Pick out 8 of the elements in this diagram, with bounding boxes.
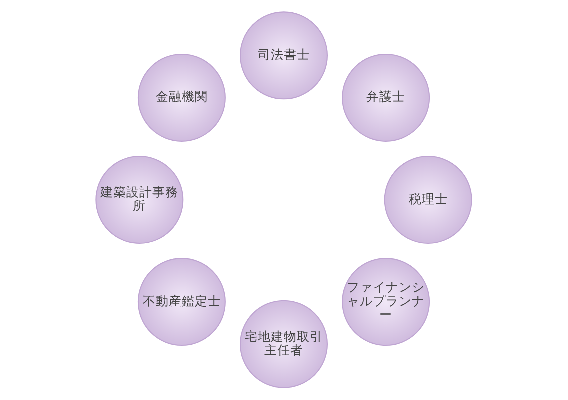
node-circle: 司法書士	[240, 12, 328, 100]
node-circle: ファイナンシャルプランナー	[342, 258, 430, 346]
node-circle: 金融機関	[138, 54, 226, 142]
node-circle: 弁護士	[342, 54, 430, 142]
node-circle: 建築設計事務所	[96, 156, 184, 244]
node-circle: 宅地建物取引主任者	[240, 300, 328, 388]
node-circle: 税理士	[384, 156, 472, 244]
node-circle: 不動産鑑定士	[138, 258, 226, 346]
